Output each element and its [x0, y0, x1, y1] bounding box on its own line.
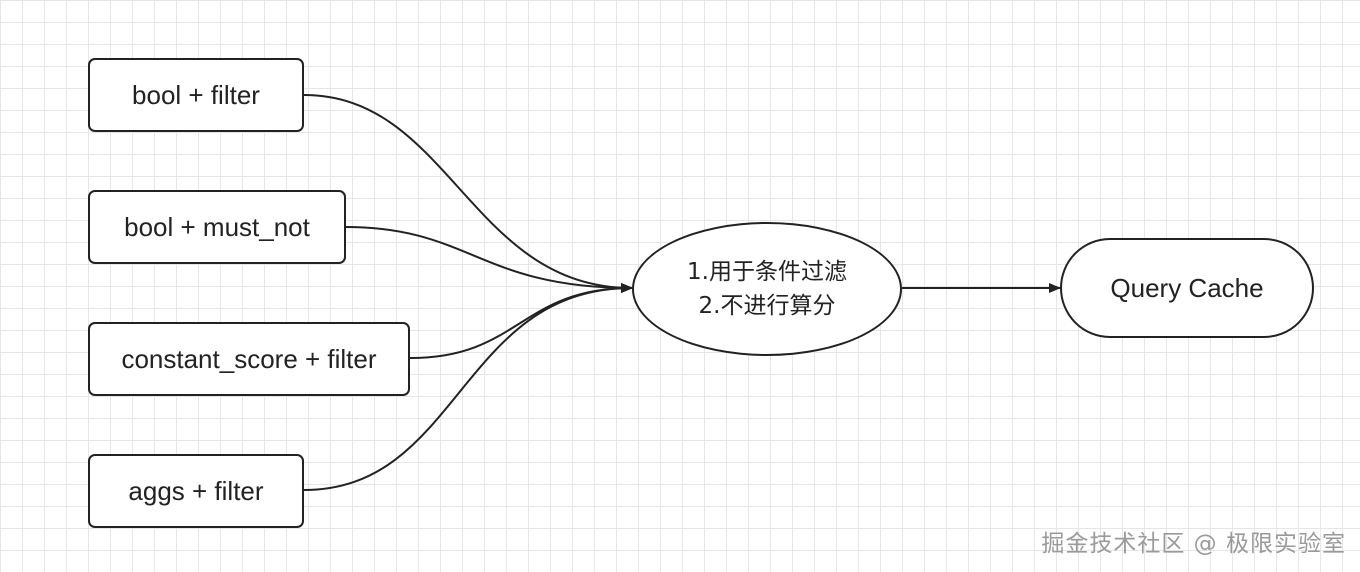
node-constant-score-filter: constant_score + filter — [88, 322, 410, 396]
edge-constant-score-filter-to-center — [409, 283, 633, 359]
center-line-1: 1.用于条件过滤 — [687, 259, 847, 285]
node-bool-filter-label: bool + filter — [132, 79, 260, 110]
edge-bool-must-not-to-center — [345, 226, 633, 293]
node-aggs-filter: aggs + filter — [88, 454, 304, 528]
node-bool-must-not: bool + must_not — [88, 190, 346, 264]
center-line-2: 2.不进行算分 — [698, 293, 836, 319]
watermark-text: 掘金技术社区 @ 极限实验室 — [1041, 531, 1346, 557]
edge-aggs-filter-to-center — [303, 283, 633, 491]
node-constant-score-filter-label: constant_score + filter — [121, 343, 377, 374]
node-bool-filter: bool + filter — [88, 58, 304, 132]
node-bool-must-not-label: bool + must_not — [124, 211, 310, 242]
edge-bool-filter-to-center — [303, 94, 633, 293]
node-query-cache-label: Query Cache — [1110, 272, 1264, 303]
node-center-ellipse: 1.用于条件过滤 2.不进行算分 — [632, 222, 902, 356]
node-query-cache: Query Cache — [1060, 238, 1314, 338]
node-aggs-filter-label: aggs + filter — [128, 475, 264, 506]
